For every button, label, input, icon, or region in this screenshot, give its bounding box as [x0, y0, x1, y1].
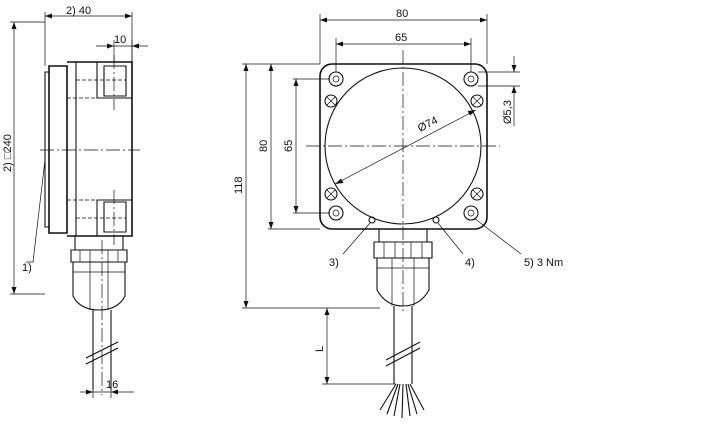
mounting-hole-bottom-right — [463, 205, 479, 221]
mounting-hole-bottom-left — [328, 205, 344, 221]
cable-wires — [379, 383, 425, 419]
callout-3-label: 3) — [329, 257, 339, 269]
dim-width-inner-label: 65 — [395, 32, 407, 44]
dim-small-label: 10 — [114, 34, 126, 46]
dim-width-outer-label: 80 — [396, 8, 408, 20]
callout-1-label: 1) — [22, 262, 32, 274]
dim-height-outer-label: 80 — [258, 140, 270, 152]
dim-hole-label: Ø5,3 — [502, 100, 514, 124]
screw-icon — [470, 187, 484, 201]
mounting-hole-top-right — [463, 71, 479, 87]
dim-diameter-label: Ø74 — [416, 115, 440, 135]
callout-5-label: 5) 3 Nm — [524, 257, 563, 269]
dim-top-label: 2) 40 — [66, 5, 91, 17]
dim-vertical-label: 2) □240 — [2, 134, 14, 172]
screw-icon — [324, 94, 338, 108]
screw-icon — [324, 187, 338, 201]
callout-4-label: 4) — [465, 257, 475, 269]
dim-height-inner-label: 65 — [283, 140, 295, 152]
mounting-hole-top-left — [328, 71, 344, 87]
side-view: 2) 40 10 2) □240 1) 16 — [2, 5, 148, 398]
dim-total-height-label: 118 — [233, 176, 245, 194]
dim-cable-length-label: L — [314, 346, 326, 352]
screw-icon — [470, 94, 484, 108]
dim-bottom-label: 16 — [106, 379, 118, 391]
front-view: Ø74 — [233, 8, 563, 419]
